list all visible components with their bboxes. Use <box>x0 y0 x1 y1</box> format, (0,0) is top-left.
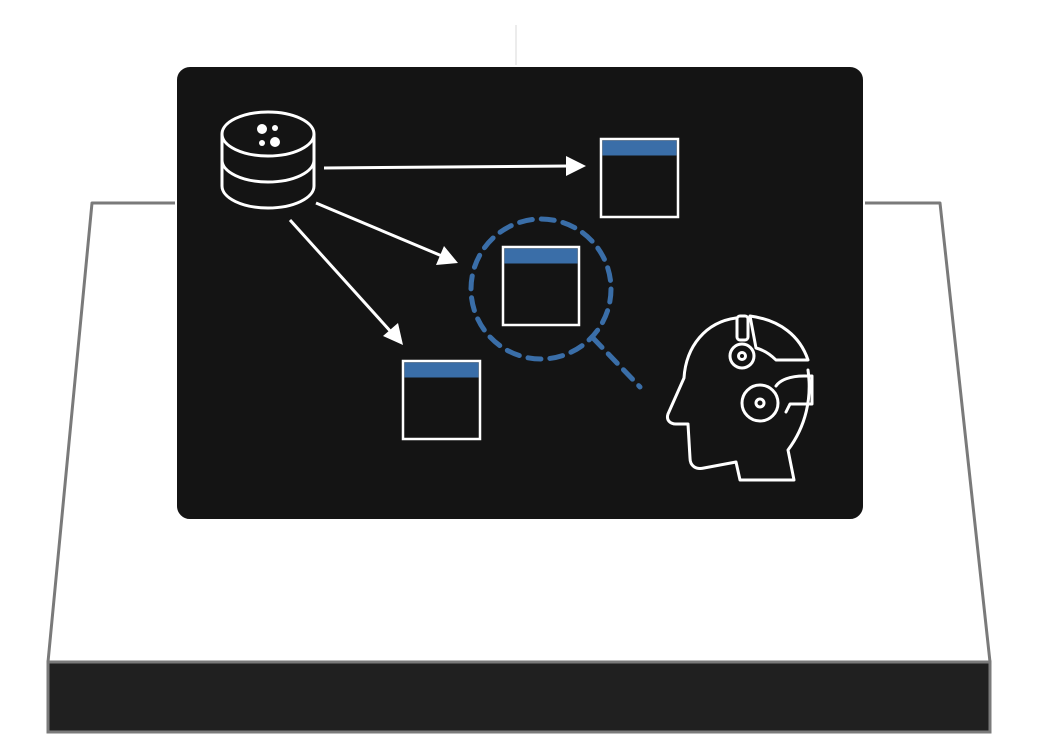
arrow-right <box>323 156 586 176</box>
database-logo-mark <box>257 124 280 147</box>
window-icon-bottom <box>401 359 482 441</box>
flow-arrows <box>288 156 586 345</box>
platform-front <box>46 660 992 734</box>
window-icon-top-right <box>599 137 680 219</box>
database-icon <box>220 110 316 210</box>
arrow-down <box>288 218 403 345</box>
window-icon-center <box>501 245 581 327</box>
magnifier-icon <box>468 216 643 390</box>
arrow-center <box>315 201 458 265</box>
ai-head-circuit-icon <box>666 314 814 482</box>
